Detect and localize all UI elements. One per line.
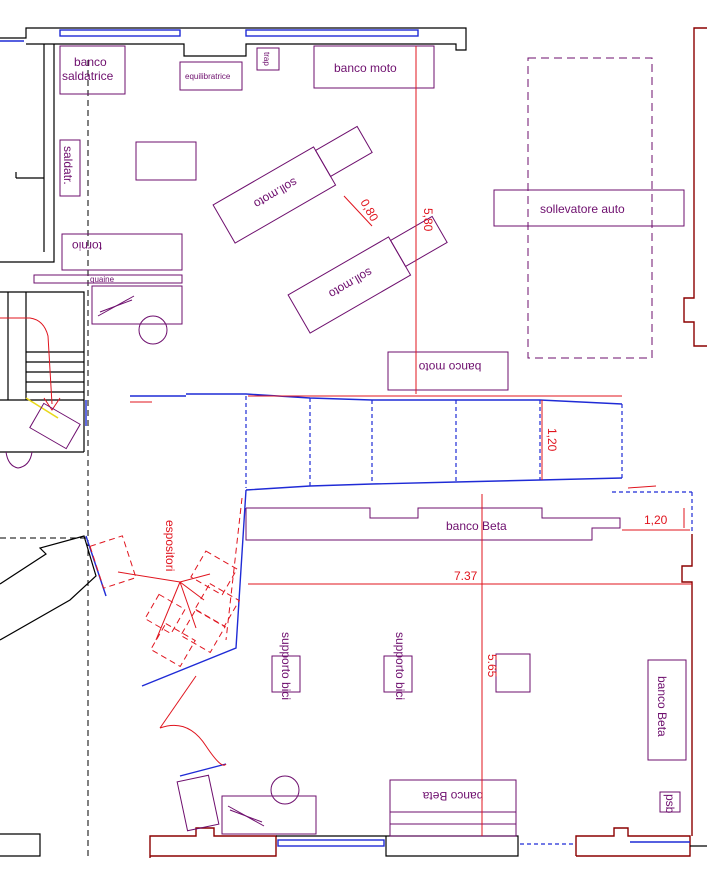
trap-label: trap (262, 52, 271, 66)
banco-saldatrice-label-2: saldatrice (62, 69, 114, 83)
banco-saldatrice (59, 45, 126, 95)
slanted-wall (0, 535, 97, 641)
trap (256, 47, 280, 71)
small-box (135, 141, 197, 181)
banco-saldatrice-label-1: banco (74, 55, 107, 69)
tornio-label: tornio (72, 239, 102, 253)
soll-moto-2-ext (389, 215, 448, 268)
sollevatore-auto (493, 189, 685, 227)
top-window-1 (59, 29, 181, 37)
dim-120-v: 1,20 (545, 428, 559, 452)
right-wall-upper (683, 27, 707, 347)
dim-080: 0,80 (357, 197, 381, 225)
sollevatore-auto-label: sollevatore auto (540, 202, 625, 216)
bottom-window (277, 839, 385, 847)
sollevatore-auto-area (527, 57, 653, 359)
guaine-label: guaine (90, 275, 115, 284)
banco-moto-mid-label: banco moto (418, 360, 481, 374)
espositori-label: espositori (163, 520, 177, 571)
chair-left (138, 315, 168, 345)
partition-lower (245, 477, 623, 491)
espositori-group: espositori (89, 497, 243, 668)
guaine (33, 274, 183, 284)
banco-moto-top (313, 45, 435, 89)
staircase (0, 291, 87, 469)
banco-moto-top-label: banco moto (334, 61, 397, 75)
dim-080-line (343, 195, 373, 227)
banco-beta-center-label: banco Beta (446, 519, 507, 533)
saldatr (59, 139, 81, 197)
bottom-left-wall (0, 833, 41, 857)
right-wall-lower (681, 534, 693, 836)
supporto-bici-1 (271, 655, 301, 693)
walls (0, 27, 707, 860)
desk-bottom (221, 795, 317, 835)
top-window-2 (245, 29, 419, 37)
banco-beta-bottom-label: banco Beta (422, 789, 483, 803)
left-outer-wall (0, 44, 55, 263)
psb (659, 791, 681, 813)
top-wall (0, 27, 467, 57)
soll-moto-2-label: soll.moto (326, 265, 375, 301)
dim-580: 5,80 (421, 208, 435, 232)
tornio (61, 233, 183, 271)
desk-left (91, 285, 183, 325)
banco-beta-right-label: banco Beta (655, 676, 669, 737)
banco-beta-right (647, 659, 687, 761)
partition-left-vertical (141, 489, 247, 687)
cabinet-bottom-left (176, 774, 220, 832)
bottom-right-wall (575, 827, 691, 857)
door-swing (159, 724, 227, 766)
banco-beta-bottom (389, 779, 517, 837)
supporto-bici-2 (383, 655, 413, 693)
dim-737: 7.37 (454, 569, 478, 583)
furniture: banco saldatrice equilibratrice trap ban… (33, 45, 687, 837)
psb-label: psb (663, 794, 677, 814)
dimensions: 5,80 0,80 1,20 1,20 7.37 5.65 (130, 46, 692, 836)
dim-120-h: 1,20 (644, 513, 668, 527)
banco-moto-mid (387, 351, 509, 391)
bottom-wall (149, 827, 277, 858)
saldatr-label: saldatr. (61, 146, 75, 185)
equilibratrice-label: equilibratrice (185, 72, 231, 81)
supporto-bici-2-label: supporto bici (393, 632, 407, 700)
partitions (85, 393, 693, 687)
equilibratrice (179, 61, 243, 91)
chair-bottom (270, 775, 300, 805)
supporto-bici-1-label: supporto bici (279, 632, 293, 700)
stand-box (495, 653, 531, 693)
dim-565: 5.65 (485, 654, 499, 678)
soll-moto-1-ext (314, 125, 373, 178)
soll-moto-1-label: soll.moto (251, 175, 300, 211)
banco-beta-center (245, 507, 621, 541)
